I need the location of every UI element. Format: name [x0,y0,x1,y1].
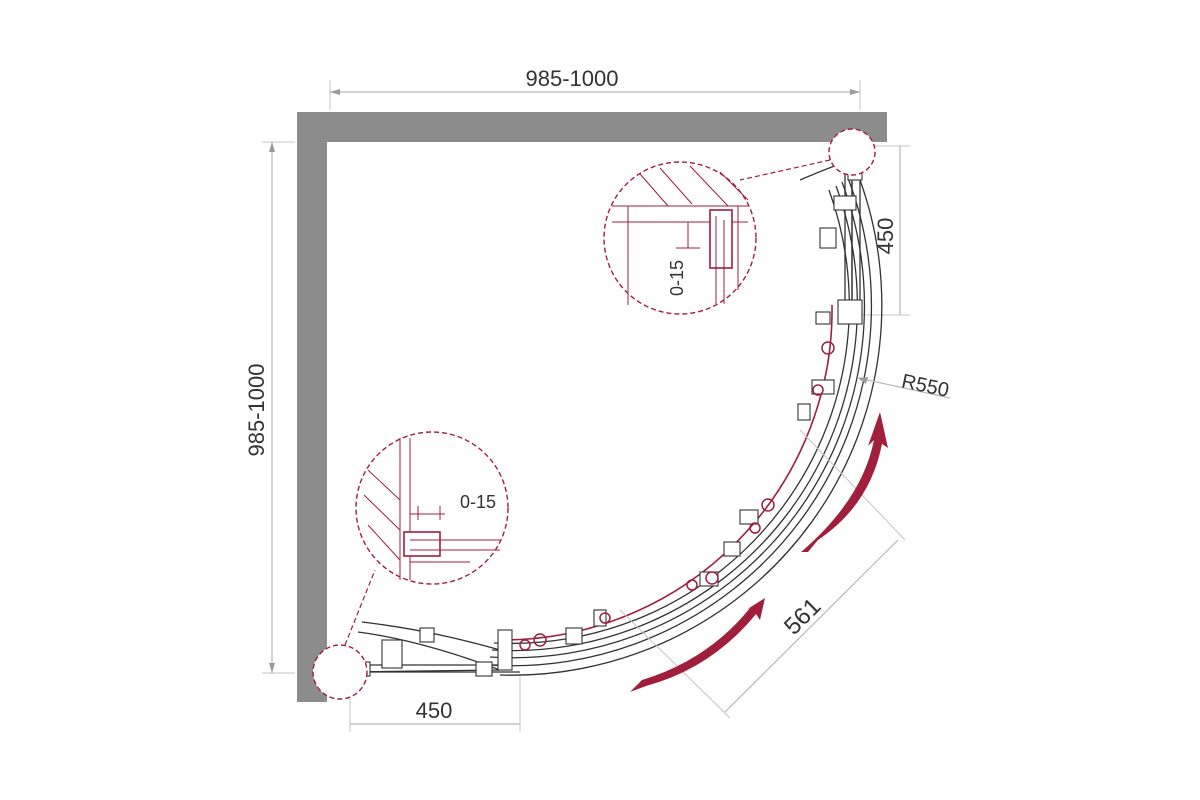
lower-slide-arrow [630,598,765,692]
walls [297,112,887,702]
right-side-dimension: 450 [862,145,910,316]
top-detail: 0-15 [603,128,876,315]
top-width-label: 985-1000 [526,66,619,91]
right-side-label: 450 [873,218,898,255]
bottom-detail-source-circle [312,644,368,700]
bottom-detail-circle [355,431,509,585]
left-height-label: 985-1000 [244,364,269,457]
bottom-side-dimension: 450 [349,675,521,732]
left-dimension: 985-1000 [244,141,295,674]
bottom-detail-label: 0-15 [460,492,496,512]
radius-label: R550 [900,370,951,401]
door-opening-label: 561 [779,593,826,640]
bottom-side-label: 450 [416,698,453,723]
upper-slide-arrow [801,412,888,552]
fittings [329,143,863,677]
bottom-detail: 0-15 [312,431,509,700]
left-wall [297,112,327,702]
radius-annotation: R550 [857,370,951,402]
top-wall [297,112,887,142]
top-detail-source-circle [828,128,876,176]
top-detail-circle [603,161,757,315]
top-dimension: 985-1000 [329,66,861,110]
sliding-arrows [630,412,888,692]
top-detail-label: 0-15 [667,260,687,296]
